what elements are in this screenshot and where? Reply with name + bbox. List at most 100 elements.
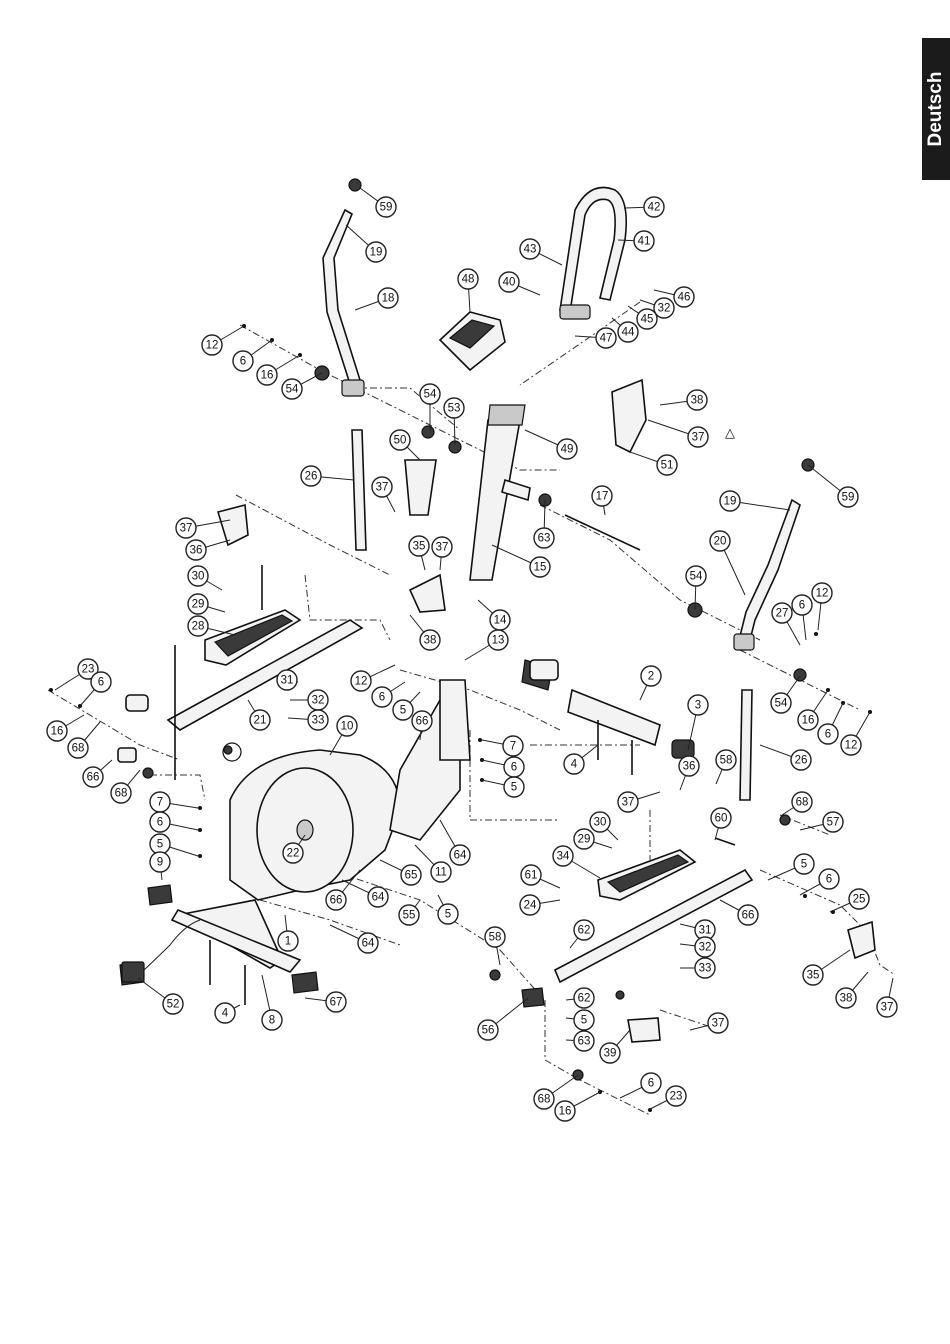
callout-label: 6 xyxy=(98,677,104,689)
callout-bubble xyxy=(835,987,857,1009)
callout-label: 6 xyxy=(157,817,163,829)
callout-label: 6 xyxy=(648,1078,654,1090)
part-callout-59: 59 xyxy=(375,196,397,218)
callout-label: 66 xyxy=(416,716,429,728)
part-callout-32: 32 xyxy=(694,936,716,958)
callout-bubble xyxy=(187,593,209,615)
callout-bubble xyxy=(643,196,665,218)
callout-bubble xyxy=(175,517,197,539)
callout-bubble xyxy=(640,665,662,687)
part-callout-39: 39 xyxy=(599,1042,621,1064)
callout-label: 1 xyxy=(285,936,291,948)
callout-label: 16 xyxy=(802,715,815,727)
part-callout-6: 6 xyxy=(818,868,840,890)
callout-bubble xyxy=(457,268,479,290)
triangle-mark: △ xyxy=(725,425,735,440)
callout-label: 49 xyxy=(561,444,574,456)
part-callout-44: 44 xyxy=(617,321,639,343)
callout-label: 37 xyxy=(881,1002,894,1014)
callout-bubble xyxy=(848,888,870,910)
part-callout-25: 25 xyxy=(848,888,870,910)
callout-bubble xyxy=(715,749,737,771)
callout-label: 5 xyxy=(157,839,163,851)
callout-label: 10 xyxy=(341,721,354,733)
part-callout-38: 38 xyxy=(419,629,441,651)
callout-bubble xyxy=(256,364,278,386)
part-callout-6: 6 xyxy=(640,1072,662,1094)
part-callout-20: 20 xyxy=(709,530,731,552)
callout-bubble xyxy=(573,828,595,850)
part-callout-12: 12 xyxy=(840,734,862,756)
part-callout-26: 26 xyxy=(790,749,812,771)
callout-label: 16 xyxy=(261,370,274,382)
right-handlebar-part xyxy=(733,498,801,801)
callout-bubble xyxy=(307,709,329,731)
callout-label: 68 xyxy=(72,743,85,755)
callout-label: 12 xyxy=(816,588,829,600)
callout-bubble xyxy=(325,991,347,1013)
part-callout-6: 6 xyxy=(232,350,254,372)
callout-label: 63 xyxy=(578,1036,591,1048)
callout-label: 36 xyxy=(683,761,696,773)
callout-bubble xyxy=(563,753,585,775)
callout-bubble xyxy=(365,241,387,263)
part-callout-41: 41 xyxy=(633,230,655,252)
callout-label: 15 xyxy=(534,562,547,574)
part-callout-30: 30 xyxy=(589,811,611,833)
callout-bubble xyxy=(719,490,741,512)
part-callout-5: 5 xyxy=(437,903,459,925)
part-callout-5: 5 xyxy=(149,833,171,855)
callout-label: 6 xyxy=(379,692,385,704)
part-callout-35: 35 xyxy=(802,964,824,986)
callout-bubble xyxy=(277,930,299,952)
part-callout-31: 31 xyxy=(276,669,298,691)
callout-label: 30 xyxy=(192,571,205,583)
callout-label: 32 xyxy=(312,695,325,707)
callout-label: 3 xyxy=(695,700,701,712)
callout-label: 65 xyxy=(405,870,418,882)
part-callout-67: 67 xyxy=(325,991,347,1013)
callout-bubble xyxy=(392,699,414,721)
callout-label: 46 xyxy=(678,292,691,304)
callout-label: 28 xyxy=(192,621,205,633)
callout-label: 6 xyxy=(825,729,831,741)
callout-label: 51 xyxy=(661,460,674,472)
callout-bubble xyxy=(502,735,524,757)
callout-bubble xyxy=(77,658,99,680)
callout-bubble xyxy=(653,297,675,319)
callout-label: 60 xyxy=(715,813,728,825)
callout-bubble xyxy=(686,389,708,411)
callout-label: 36 xyxy=(190,545,203,557)
callout-label: 23 xyxy=(670,1091,683,1103)
callout-bubble xyxy=(573,1030,595,1052)
callout-label: 64 xyxy=(454,850,467,862)
part-callout-8: 8 xyxy=(261,1009,283,1031)
callout-label: 23 xyxy=(82,664,95,676)
callout-label: 54 xyxy=(775,698,788,710)
part-callout-37: 37 xyxy=(175,517,197,539)
axle-part xyxy=(564,514,641,551)
callout-label: 27 xyxy=(776,608,789,620)
part-callout-37: 37 xyxy=(371,476,393,498)
callout-label: 38 xyxy=(424,635,437,647)
callout-bubble xyxy=(367,886,389,908)
part-callout-35: 35 xyxy=(408,535,430,557)
part-callout-33: 33 xyxy=(694,957,716,979)
callout-bubble xyxy=(591,485,613,507)
callout-label: 35 xyxy=(807,970,820,982)
part-callout-6: 6 xyxy=(149,811,171,833)
callout-bubble xyxy=(162,993,184,1015)
callout-label: 37 xyxy=(436,542,449,554)
callout-label: 39 xyxy=(604,1048,617,1060)
part-callout-68: 68 xyxy=(67,737,89,759)
callout-bubble xyxy=(737,904,759,926)
flywheel-housing-part xyxy=(229,699,461,901)
callout-label: 58 xyxy=(720,755,733,767)
callout-label: 52 xyxy=(167,999,180,1011)
callout-label: 14 xyxy=(494,615,507,627)
callout-label: 16 xyxy=(51,726,64,738)
callout-bubble xyxy=(533,527,555,549)
callout-label: 45 xyxy=(641,314,654,326)
part-callout-15: 15 xyxy=(529,556,551,578)
part-callout-16: 16 xyxy=(797,709,819,731)
